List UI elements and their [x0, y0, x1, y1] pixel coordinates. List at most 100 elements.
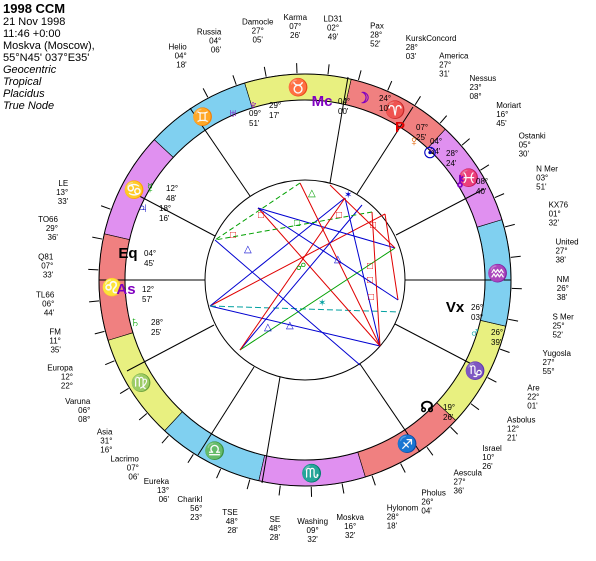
asteroid-tick	[426, 446, 434, 456]
chart-header: 1998 CCM 21 Nov 1998 11:46 +0:00 Moskva …	[3, 2, 163, 113]
node-position: ☊19°26'	[420, 399, 455, 422]
asteroid-name: Asbolus	[507, 416, 535, 425]
asteroid-minute: 33'	[58, 197, 69, 206]
asteroid-tick	[487, 377, 497, 383]
asteroid-name: Asia	[97, 428, 113, 437]
saturn-position: ♄28°25'	[129, 314, 163, 337]
venus-degree: 04°	[430, 137, 442, 146]
aspect-line	[299, 182, 381, 347]
cusp-2-line	[126, 324, 215, 372]
ic-cusp-line	[261, 376, 281, 484]
asteroid-tick	[89, 300, 100, 303]
aspect-square-symbol: □	[368, 292, 374, 303]
asteroid-name: LE	[58, 179, 68, 188]
uranus-icon: ♅	[227, 105, 238, 122]
asteroid-degree: 04°	[209, 36, 221, 45]
mercury-position: ☿12°48'	[144, 180, 178, 203]
saturn-icon: ♄	[129, 314, 140, 331]
asteroid-degree: 27°	[252, 26, 264, 35]
chart-mode: Tropical	[3, 76, 42, 88]
asteroid-name: Lacrimo	[110, 454, 139, 463]
asteroid-name: Russia	[197, 27, 222, 36]
neptune-icon: ♆	[247, 97, 258, 114]
asteroid-minute: 32'	[307, 535, 318, 544]
asteroid-degree: 11°	[49, 337, 61, 346]
moon-degree: 24°	[379, 94, 391, 103]
asteroid-name: Ostanki	[519, 131, 546, 140]
asteroid-name: Aescula	[454, 469, 483, 478]
asteroid-degree: 16°	[344, 522, 356, 531]
asteroid-minute: 35'	[50, 346, 61, 355]
node-icon: ☊	[420, 399, 433, 416]
aspect-line	[329, 184, 396, 249]
aspect-symbols: □ □ □ □ □ □ □ □ △ △ △ △ △ ✶ ✶ ☍	[230, 188, 376, 333]
aspect-line	[239, 204, 363, 351]
uranus-degree: 09°	[249, 109, 261, 118]
asc-icon: As	[116, 281, 135, 298]
asteroid-minute: 49'	[328, 33, 339, 42]
node-minute: 26'	[443, 413, 454, 422]
asteroid-name: Karma	[283, 13, 307, 22]
cusp-12-line	[127, 189, 216, 237]
capricorn-icon: ♑	[465, 360, 486, 380]
virgo-icon: ♍	[131, 372, 152, 392]
cusp-5-line	[359, 363, 421, 453]
scorpio-icon: ♏	[301, 463, 322, 483]
asteroid-tick	[92, 236, 103, 240]
venus-position: ♀04°34'	[408, 133, 442, 156]
asteroid-degree: 28°	[370, 31, 382, 40]
asteroid-tick	[100, 205, 111, 210]
asteroid-degree: 12°	[507, 425, 519, 434]
eq-minute: 45'	[144, 259, 155, 268]
moon-position: ☽24°10'	[356, 90, 391, 113]
asteroid-name: TL66	[36, 290, 55, 299]
aspect-line	[209, 305, 381, 347]
asteroid-labels: Helio04°18'Russia04°06'Damocle27°05'Karm…	[36, 13, 579, 544]
asteroid-name: KurskConcord	[406, 34, 457, 43]
neptune-position: ♆29°17'	[247, 97, 281, 120]
asteroid-minute: 08°	[78, 415, 90, 424]
aspect-trine-symbol: △	[308, 188, 316, 199]
asteroid-degree: 07°	[41, 262, 53, 271]
asteroid-tick	[327, 64, 330, 75]
asteroid-name: Europa	[47, 363, 73, 372]
asteroid-minute: 04'	[421, 506, 432, 515]
chiron-position: ⚷08°40'	[455, 173, 489, 196]
asteroid-name: Hylonom	[387, 503, 419, 512]
sun-icon: ☉	[423, 145, 436, 162]
sun-position: ☉28°24'	[423, 145, 458, 168]
asteroid-minute: 06'	[211, 45, 222, 54]
aspect-line	[214, 211, 373, 241]
asteroid-tick	[450, 426, 458, 435]
asteroid-minute: 52'	[370, 40, 381, 49]
chiron-minute: 40'	[476, 187, 487, 196]
asteroid-name: KX76	[549, 200, 569, 209]
chart-coords: 55°N45' 037°E35'	[3, 52, 90, 64]
asteroid-name: Varuna	[65, 397, 91, 406]
aspect-line	[214, 182, 301, 241]
aspect-sextile-symbol: ☍	[296, 262, 306, 273]
asteroid-degree: 04°	[175, 51, 187, 60]
mercury-degree: 12°	[166, 184, 178, 193]
asteroid-minute: 31'	[439, 70, 450, 79]
asteroid-tick	[278, 485, 281, 496]
aspect-trine-symbol: △	[286, 320, 294, 331]
aspect-square-symbol: □	[367, 275, 373, 286]
asc-degree: 12°	[142, 285, 154, 294]
asteroid-ticks	[88, 63, 522, 497]
aspect-trine-symbol: △	[334, 254, 342, 265]
asteroid-degree: 27°	[543, 358, 555, 367]
asteroid-degree: 05°	[519, 140, 531, 149]
asteroid-name: SE	[270, 515, 281, 524]
